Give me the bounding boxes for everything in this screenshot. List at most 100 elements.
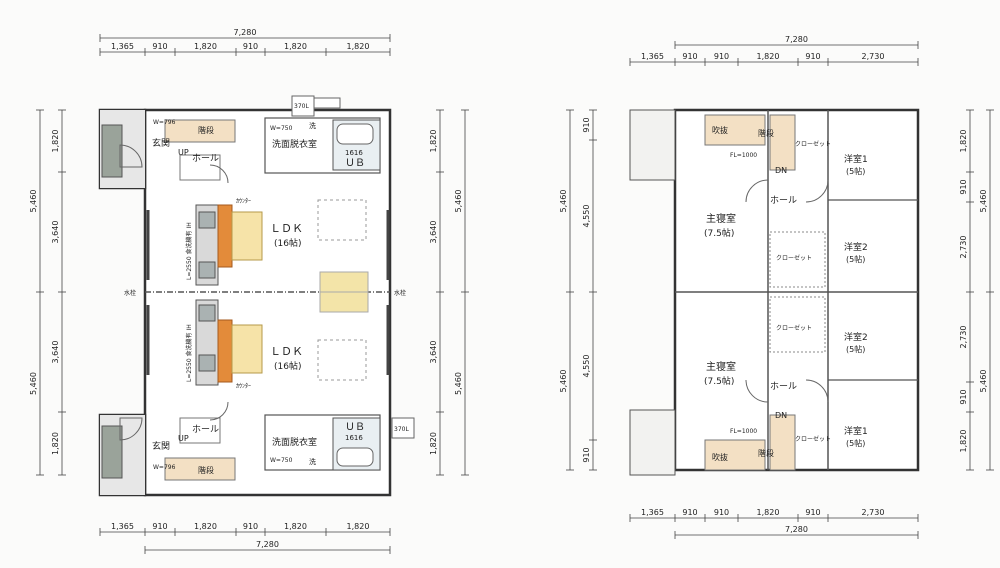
f2-top-label-4: 910	[805, 52, 820, 61]
f2-top-label-5: 2,730	[862, 52, 885, 61]
f2-right-inner-label-2: 2,730	[959, 236, 968, 259]
label-counter-bottom: ｶｳﾝﾀｰ	[236, 383, 251, 390]
label-stair-2f-top: 階段	[758, 128, 774, 138]
label-wash-top: 洗	[309, 121, 316, 130]
label-shoe-top: W=796	[153, 119, 176, 126]
closet-bottom	[769, 296, 826, 353]
f1-left-outer-label-1: 5,460	[29, 372, 38, 395]
label-room2-size-bottom: (5帖)	[846, 344, 865, 354]
bathtub-top	[336, 123, 374, 145]
f2-bottom-label-2: 910	[714, 508, 729, 517]
label-fl-top: FL=1000	[730, 152, 757, 159]
label-room2-size-top: (5帖)	[846, 254, 865, 264]
f1-top-label-0: 1,365	[111, 42, 134, 51]
sofa-top	[319, 271, 369, 293]
f1-total-top-label-0: 7,280	[234, 28, 257, 37]
label-hall-bottom: ホール	[192, 424, 219, 435]
f2-top-label-0: 1,365	[641, 52, 664, 61]
entrance-door-top	[119, 144, 143, 168]
f1-right-outer-label-1: 5,460	[454, 372, 463, 395]
label-hall-top: ホール	[192, 153, 219, 164]
water-tank-bottom	[391, 417, 415, 439]
f2-top-label-1: 910	[682, 52, 697, 61]
dining-table-top	[231, 211, 263, 261]
f1-bottom-label-3: 910	[243, 522, 258, 531]
f2-top-label-2: 910	[714, 52, 729, 61]
f2-left-outer-label-1: 5,460	[559, 370, 568, 393]
second-floor-outline	[673, 108, 920, 472]
f2-right-outer-label-0: 5,460	[979, 190, 988, 213]
f2-total-top-label-0: 7,280	[785, 35, 808, 44]
label-ldk-top: ＬＤＫ	[270, 222, 303, 235]
label-dn-top: DN	[775, 166, 787, 175]
stair-2f-top-flight	[769, 114, 796, 171]
f1-bottom-label-5: 1,820	[347, 522, 370, 531]
f1-bottom-label-2: 1,820	[194, 522, 217, 531]
room1-door-top	[805, 179, 829, 203]
label-master-size-bottom: (7.5帖)	[704, 375, 734, 387]
label-closet-bottom: クローゼット	[776, 324, 812, 332]
f1-right-inner-label-1: 3,640	[429, 221, 438, 244]
sofa-outline-top	[317, 199, 367, 241]
label-ldk-size-bottom: (16帖)	[274, 360, 301, 372]
ac-unit-top	[313, 97, 341, 109]
stove-bottom	[198, 304, 216, 322]
f2-left-outer-label-0: 5,460	[559, 190, 568, 213]
label-washroom-top: 洗面脱衣室	[272, 138, 317, 150]
sink-top	[198, 211, 216, 229]
label-genkan-top: 玄関	[152, 137, 170, 149]
master-door-bottom	[745, 379, 769, 403]
label-ub-top: ＵＢ	[345, 158, 365, 169]
f1-bottom-label-0: 1,365	[111, 522, 134, 531]
f2-bottom-label-0: 1,365	[641, 508, 664, 517]
closet-top	[769, 231, 826, 288]
label-ub-size-bottom: 1616	[345, 434, 363, 442]
f1-left-inner-label-0: 1,820	[51, 130, 60, 153]
stair-2f-bottom-flight	[769, 414, 796, 471]
dimension-lines: 7,280 1,365 910 1,820 910 1,820 1,820 1,365 910 1…	[29, 28, 994, 554]
stair-2f-top	[704, 114, 766, 146]
label-room1-size-top: (5帖)	[846, 166, 865, 176]
f1-left-inner-label-2: 3,640	[51, 341, 60, 364]
f2-right-inner-label-5: 1,820	[959, 430, 968, 453]
label-counter-top: ｶｳﾝﾀｰ	[236, 198, 251, 205]
second-floor-plan: 吹抜 吹抜 階段 階段 FL=1000 FL=1000 DN DN ホール ホー…	[629, 108, 920, 476]
label-ldk-size-top: (16帖)	[274, 237, 301, 249]
f1-left-inner-label-3: 1,820	[51, 432, 60, 455]
f2-right-inner-label-1: 910	[959, 179, 968, 194]
f1-right-inner-label-2: 3,640	[429, 341, 438, 364]
f1-top-label-1: 910	[152, 42, 167, 51]
f2-left-inner-label-0: 910	[582, 117, 591, 132]
label-wash-bottom: 洗	[309, 457, 316, 466]
label-up-top: UP	[178, 148, 189, 157]
label-tank-bottom: 370L	[394, 426, 409, 433]
bathtub-bottom	[336, 447, 374, 467]
balcony-bottom	[629, 409, 676, 476]
counter-top	[217, 204, 233, 268]
f2-right-inner-label-4: 910	[959, 389, 968, 404]
porch-step-bottom	[101, 425, 123, 479]
label-kitchen-note-top: L=2550 食洗機有 IH	[185, 222, 193, 280]
label-stair-bottom: 階段	[198, 465, 214, 475]
label-ub-size-top: 1616	[345, 149, 363, 157]
f2-left-inner-label-3: 910	[582, 447, 591, 462]
f1-right-outer-label-0: 5,460	[454, 190, 463, 213]
label-dn-bottom: DN	[775, 411, 787, 420]
label-room2-top: 洋室2	[844, 241, 868, 253]
sink-bottom	[198, 354, 216, 372]
hall-door-bottom	[209, 401, 229, 421]
f1-top-label-2: 1,820	[194, 42, 217, 51]
porch-step	[101, 124, 123, 178]
f1-top-label-4: 1,820	[284, 42, 307, 51]
label-hall-2f-top: ホール	[770, 195, 797, 206]
label-mizumoto-left: 水栓	[124, 289, 136, 297]
f2-right-inner-label-3: 2,730	[959, 326, 968, 349]
master-door-top	[745, 179, 769, 203]
label-tank-top: 370L	[294, 103, 309, 110]
f2-right-inner-label-0: 1,820	[959, 130, 968, 153]
dining-table-bottom	[231, 324, 263, 374]
label-room2-bottom: 洋室2	[844, 331, 868, 343]
f2-left-inner-label-1: 4,550	[582, 205, 591, 228]
label-closet-top: クローゼット	[776, 254, 812, 262]
